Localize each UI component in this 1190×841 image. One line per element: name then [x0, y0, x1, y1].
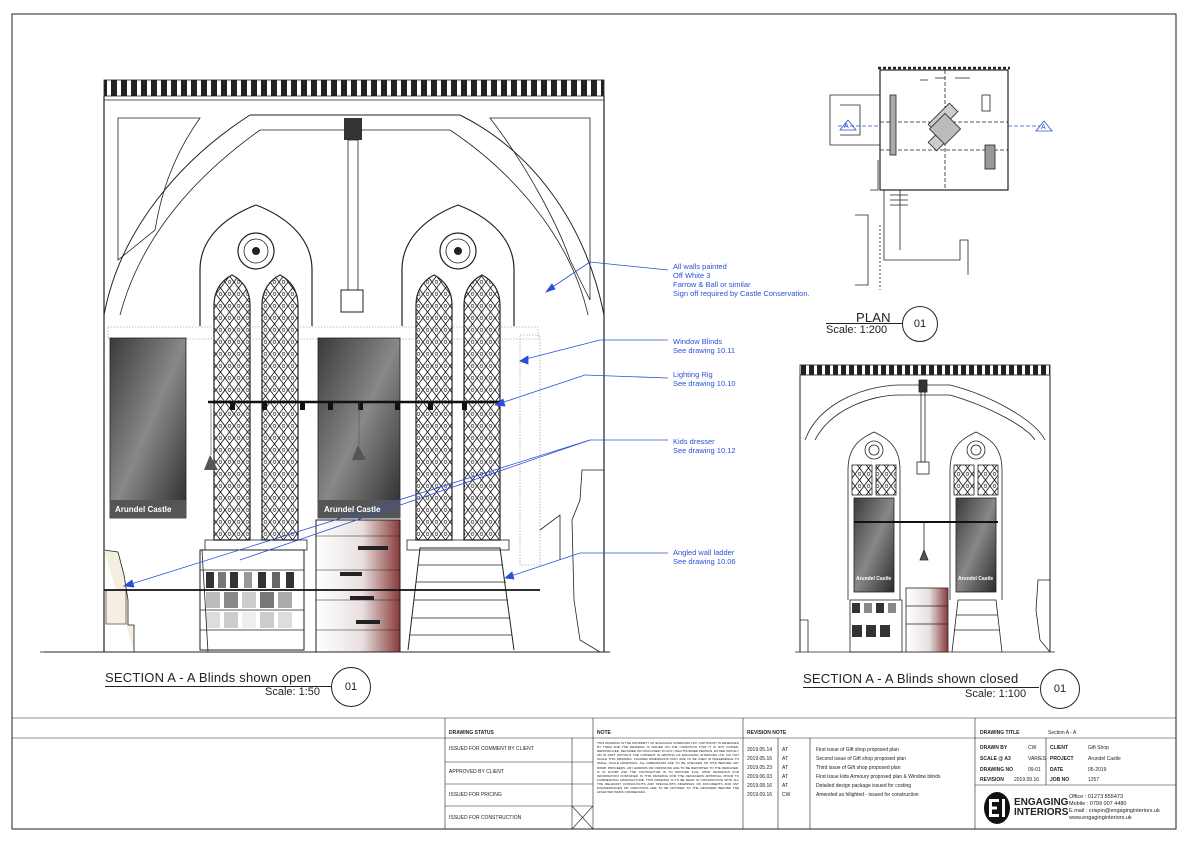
brand-name: ENGAGING INTERIORS	[1014, 798, 1068, 818]
status-row-approved: APPROVED BY CLIENT	[449, 769, 504, 775]
revision-by: AT	[782, 756, 789, 762]
section-open-underline	[105, 686, 331, 687]
revision-by: AT	[782, 765, 789, 771]
revision-note: First issue kids Armoury proposed plan &…	[816, 774, 941, 780]
project-value: Arundel Castle	[1088, 756, 1121, 762]
plan-underline	[826, 323, 902, 324]
revision-header: REVISION NOTE	[747, 730, 787, 736]
contact-details: Office : 01273 855473 Mobile : 0799 007 …	[1069, 794, 1160, 822]
banner-small-left-label: Arundel Castle	[856, 576, 892, 582]
revision-date: 2019.08.16	[747, 783, 773, 789]
status-row-comment: ISSUED FOR COMMENT BY CLIENT	[449, 746, 534, 752]
revision-label: REVISION	[980, 777, 1004, 783]
plan-drawing	[829, 66, 1040, 290]
drawing-title-value: Section A - A	[1048, 730, 1077, 736]
section-closed-underline	[803, 687, 1039, 688]
annotation-lighting-line2: See drawing 10.10	[673, 379, 736, 388]
revision-date: 2019.06.03	[747, 774, 773, 780]
plan-title: PLAN	[856, 310, 891, 325]
annotation-walls-line4: Sign off required by Castle Conservation…	[673, 289, 810, 298]
revision-by: CW	[782, 792, 791, 798]
revision-by: AT	[782, 783, 789, 789]
drawing-status-header: DRAWING STATUS	[449, 730, 494, 736]
section-closed-drawing	[795, 364, 1055, 653]
banner-left	[109, 337, 187, 519]
scale-value: VARIES	[1028, 756, 1046, 762]
banner-right-label: Arundel Castle	[324, 505, 381, 514]
note-text: THIS DRAWING IS THE PROPERTY OF ENGAGING…	[597, 741, 739, 795]
plan-marker-right: A	[1041, 124, 1046, 131]
annotation-blinds: Window Blinds See drawing 10.11	[673, 337, 735, 355]
revision-date: 2019.05.14	[747, 747, 773, 753]
drawn-by-value: CW	[1028, 745, 1037, 751]
brand-line2: INTERIORS	[1014, 807, 1069, 818]
drawing-no-label: DRAWING NO	[980, 767, 1014, 773]
revision-note: Third issue of Gift shop proposed plan	[816, 765, 901, 771]
section-closed-title: SECTION A - A Blinds shown closed	[803, 671, 1019, 686]
client-label: CLIENT	[1050, 745, 1069, 751]
annotation-lighting: Lighting Rig See drawing 10.10	[673, 370, 736, 388]
banner-left-label: Arundel Castle	[115, 505, 172, 514]
annotation-leaders	[122, 261, 669, 588]
section-open-number: 01	[331, 667, 371, 707]
drawing-no-value: 09-01	[1028, 767, 1041, 773]
annotation-blinds-line2: See drawing 10.11	[673, 346, 735, 355]
date-label: DATE	[1050, 767, 1064, 773]
revision-by: AT	[782, 774, 789, 780]
contact-email[interactable]: E.mail : crispin@engaginginteriors.uk	[1069, 808, 1160, 814]
contact-mobile: Mobile : 0799 007 4480	[1069, 801, 1127, 807]
note-header: NOTE	[597, 730, 611, 736]
annotation-ladder: Angled wall ladder See drawing 10.06	[673, 548, 736, 566]
annotation-blinds-line1: Window Blinds	[673, 337, 723, 346]
section-closed-scale: Scale: 1:100	[965, 688, 1027, 700]
drawing-title-label: DRAWING TITLE	[980, 730, 1020, 736]
drawn-by-label: DRAWN BY	[980, 745, 1008, 751]
annotation-walls: All walls painted Off White 3 Farrow & B…	[673, 262, 810, 298]
annotation-walls-line3: Farrow & Ball or similar	[673, 280, 751, 289]
section-open-scale: Scale: 1:50	[265, 686, 321, 698]
plan-section-markers	[839, 119, 1053, 132]
job-no-label: JOB NO	[1050, 777, 1070, 783]
annotation-dresser-line1: Kids dresser	[673, 437, 715, 446]
status-row-pricing: ISSUED FOR PRICING	[449, 792, 502, 798]
revision-note: Detailed design package issued for costi…	[816, 783, 912, 789]
annotation-ladder-line2: See drawing 10.06	[673, 557, 736, 566]
contact-website[interactable]: www.engaginginteriors.uk	[1069, 815, 1132, 821]
revision-note: Amended as hilighted - issued for constr…	[816, 792, 919, 798]
revision-date: 2019.05.23	[747, 765, 773, 771]
annotation-ladder-line1: Angled wall ladder	[673, 548, 735, 557]
date-value: 05-2019	[1088, 767, 1107, 773]
client-value: Gift Shop	[1088, 745, 1109, 751]
annotation-dresser: Kids dresser See drawing 10.12	[673, 437, 736, 455]
revision-by: AT	[782, 747, 789, 753]
annotation-walls-line2: Off White 3	[673, 271, 711, 280]
revision-date: 2019.05.16	[747, 756, 773, 762]
status-row-construction: ISSUED FOR CONSTRUCTION	[449, 815, 522, 821]
revision-note: Second issue of Gift shop proposed plan	[816, 756, 907, 762]
banner-small-right-label: Arundel Castle	[958, 576, 994, 582]
contact-office: Office : 01273 855473	[1069, 794, 1124, 800]
annotation-walls-line1: All walls painted	[673, 262, 727, 271]
title-block-grid	[12, 717, 1176, 830]
plan-number: 01	[902, 306, 938, 342]
section-closed-number: 01	[1040, 669, 1080, 709]
revision-value: 2019.09.16	[1014, 777, 1040, 783]
plan-marker-left: A	[844, 123, 849, 130]
revision-date: 2019.09.16	[747, 792, 773, 798]
engaging-interiors-logo-icon	[984, 792, 1010, 824]
project-label: PROJECT	[1050, 756, 1074, 762]
section-open-drawing	[40, 79, 610, 653]
revision-note: First issue of Gift shop proposed plan	[816, 747, 899, 753]
job-no-value: 1257	[1088, 777, 1100, 783]
scale-label: SCALE @ A3	[980, 756, 1011, 762]
brand-line1: ENGAGING	[1014, 797, 1069, 808]
sheet-border	[11, 13, 1177, 830]
plan-scale: Scale: 1:200	[826, 324, 888, 336]
annotation-dresser-line2: See drawing 10.12	[673, 446, 736, 455]
section-open-title: SECTION A - A Blinds shown open	[105, 670, 312, 685]
annotation-lighting-line1: Lighting Rig	[673, 370, 713, 379]
